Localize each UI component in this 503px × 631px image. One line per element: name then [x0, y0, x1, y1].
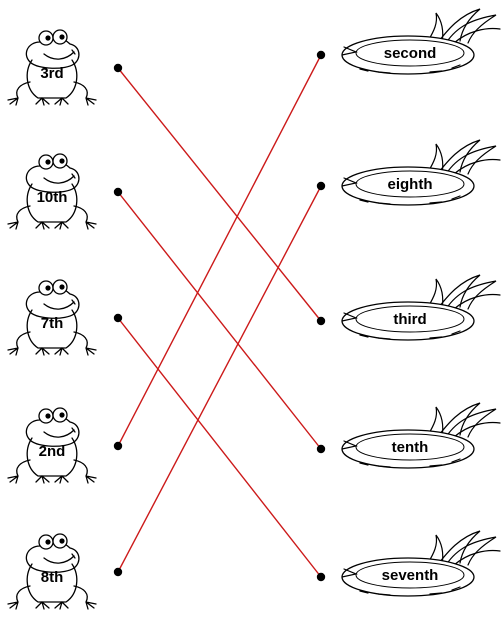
frog-dot-2nd[interactable]	[113, 441, 123, 451]
pad-dot-second[interactable]	[316, 50, 326, 60]
pad-dot-third[interactable]	[316, 316, 326, 326]
lily-pad-label: second	[384, 45, 437, 62]
lily-pad-label: tenth	[392, 439, 429, 456]
lily-pad-third: third	[341, 274, 501, 341]
lily-pad-second: second	[341, 8, 501, 75]
match-line-3rd-third	[117, 67, 322, 322]
frog-label: 3rd	[40, 65, 63, 82]
lily-pad-eighth: eighth	[341, 139, 501, 206]
frog-dot-7th[interactable]	[113, 313, 123, 323]
lily-pad-label: eighth	[388, 176, 433, 193]
frog-2nd: 2nd	[7, 407, 97, 484]
frog-label: 8th	[41, 569, 64, 586]
lily-pad-label: seventh	[382, 567, 439, 584]
frog-label: 10th	[37, 189, 68, 206]
connection-dots	[113, 50, 326, 582]
frog-label: 2nd	[39, 443, 66, 460]
pad-dot-eighth[interactable]	[316, 181, 326, 191]
frog-10th: 10th	[7, 153, 97, 230]
match-line-7th-seventh	[117, 317, 322, 578]
pad-dot-tenth[interactable]	[316, 444, 326, 454]
frog-dot-3rd[interactable]	[113, 63, 123, 73]
frog-label: 7th	[41, 315, 64, 332]
match-line-2nd-second	[117, 54, 322, 447]
frog-3rd: 3rd	[7, 29, 97, 106]
pad-dot-seventh[interactable]	[316, 572, 326, 582]
match-line-10th-tenth	[117, 191, 322, 450]
frog-7th: 7th	[7, 279, 97, 356]
frog-8th: 8th	[7, 533, 97, 610]
lily-pads-column: second eighth third tenth seventh	[341, 8, 501, 597]
match-lines	[117, 54, 322, 578]
frog-dot-8th[interactable]	[113, 567, 123, 577]
lily-pad-seventh: seventh	[341, 530, 501, 597]
match-line-8th-eighth	[117, 185, 322, 573]
lily-pad-tenth: tenth	[341, 402, 501, 469]
lily-pad-label: third	[393, 311, 426, 328]
frogs-column: 3rd 10th 7th 2nd 8th	[7, 29, 97, 610]
frog-dot-10th[interactable]	[113, 187, 123, 197]
